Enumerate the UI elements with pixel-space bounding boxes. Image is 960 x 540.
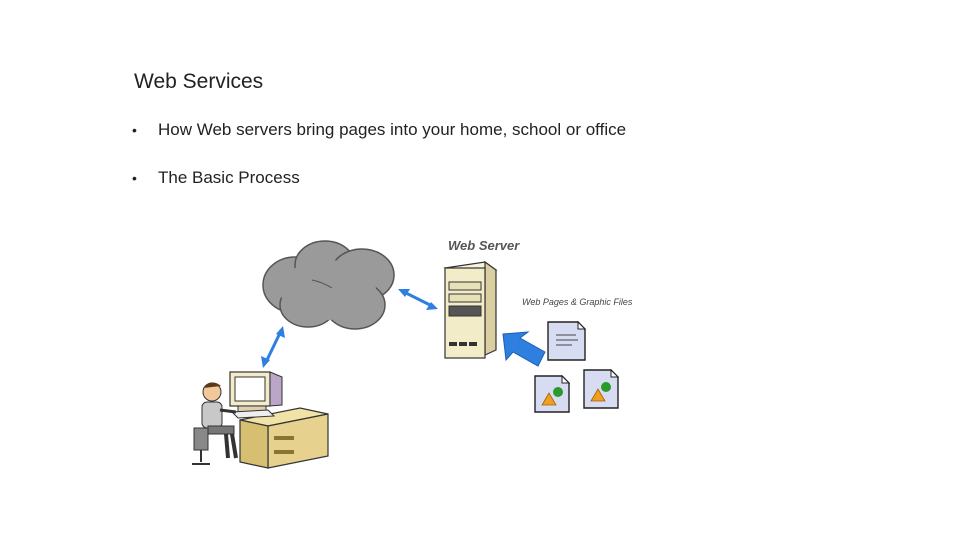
slide-title: Web Services [134, 70, 264, 93]
bullet-list: • How Web servers bring pages into your … [130, 118, 626, 190]
cloud-icon [262, 240, 395, 330]
server-icon [443, 260, 498, 359]
workstation-icon [192, 371, 329, 469]
bullet-item: • How Web servers bring pages into your … [130, 118, 626, 142]
bullet-text: The Basic Process [158, 168, 300, 187]
web-server-label: Web Server [448, 238, 520, 253]
arrow-files-server-icon [502, 331, 546, 367]
files-label: Web Pages & Graphic Files [522, 297, 633, 307]
web-process-diagram [192, 240, 620, 469]
bullet-item: • The Basic Process [130, 166, 626, 190]
bullet-dot-icon: • [132, 122, 137, 138]
bullet-text: How Web servers bring pages into your ho… [158, 120, 627, 139]
document-icon [547, 320, 587, 361]
image-file-icon [583, 368, 620, 409]
arrow-cloud-computer-icon [261, 326, 285, 368]
bullet-dot-icon: • [132, 170, 137, 186]
image-file-icon [534, 374, 571, 413]
arrow-cloud-server-icon [398, 289, 438, 310]
